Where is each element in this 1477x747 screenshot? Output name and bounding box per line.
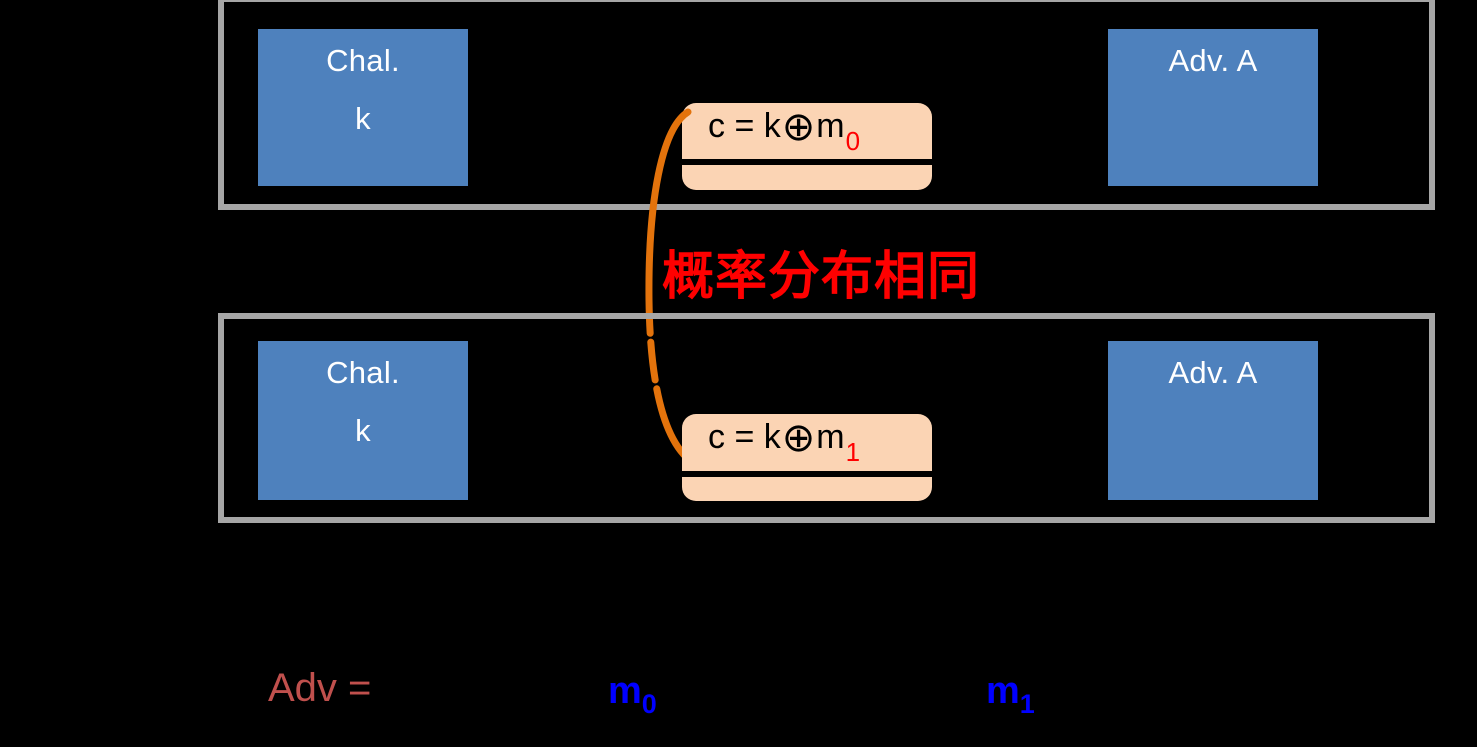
formula-lhs-1: c = k	[708, 418, 781, 456]
challenger-key-bottom: k	[355, 413, 371, 448]
formula-operand-0: m	[816, 107, 845, 145]
xor-icon-1: ⊕	[781, 415, 816, 461]
message-0-label: m0	[608, 672, 657, 718]
challenger-title-top: Chal.	[326, 43, 400, 78]
ciphertext-formula-text-1: c = k⊕m1	[708, 418, 860, 465]
ciphertext-formula-text-0: c = k⊕m0	[708, 107, 860, 154]
formula-subscript-1: 1	[845, 437, 861, 467]
formula-divider-line-1	[682, 471, 932, 477]
adversary-label-bottom: Adv. A	[1168, 355, 1258, 390]
challenger-box-top[interactable]: Chal. k	[258, 29, 468, 186]
challenger-box-bottom[interactable]: Chal. k	[258, 341, 468, 500]
xor-icon-0: ⊕	[781, 104, 816, 150]
message-1-label: m1	[986, 672, 1035, 718]
challenger-title-bottom: Chal.	[326, 355, 400, 390]
message-0-base: m	[608, 670, 642, 712]
formula-subscript-0: 0	[845, 126, 861, 156]
message-1-base: m	[986, 670, 1020, 712]
game-frame-top	[218, 0, 1435, 210]
message-0-subscript: 0	[641, 689, 657, 719]
formula-operand-1: m	[816, 418, 845, 456]
advantage-label: Adv =	[268, 666, 372, 710]
formula-lhs-0: c = k	[708, 107, 781, 145]
ciphertext-formula-box-1[interactable]: c = k⊕m1	[682, 414, 932, 501]
adversary-box-top[interactable]: Adv. A	[1108, 29, 1318, 186]
formula-divider-line-0	[682, 159, 932, 165]
adversary-box-bottom[interactable]: Adv. A	[1108, 341, 1318, 500]
challenger-key-top: k	[355, 101, 371, 136]
ciphertext-formula-box-0[interactable]: c = k⊕m0	[682, 103, 932, 190]
game-frame-bottom	[218, 313, 1435, 523]
same-distribution-annotation: 概率分布相同	[662, 246, 981, 307]
message-1-subscript: 1	[1019, 689, 1035, 719]
adversary-label-top: Adv. A	[1168, 43, 1258, 78]
